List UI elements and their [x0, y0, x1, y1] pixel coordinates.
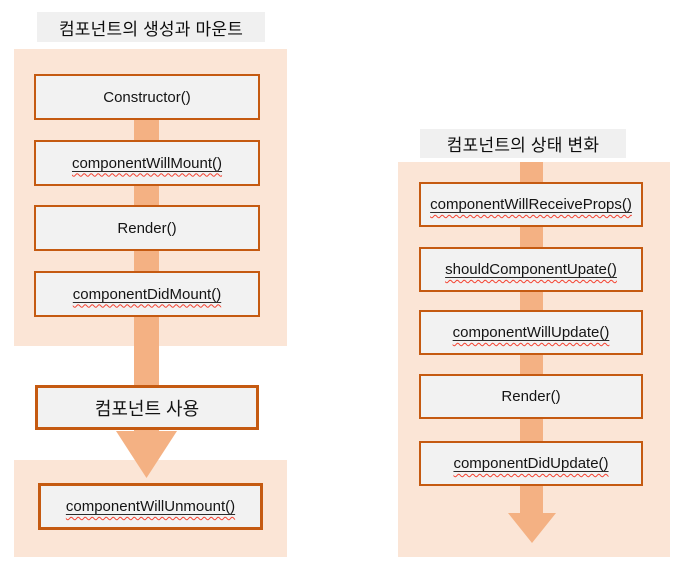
box-render-mount: Render() — [34, 205, 260, 251]
box-component-will-mount: componentWillMount() — [34, 140, 260, 186]
box-component-did-mount: componentDidMount() — [34, 271, 260, 317]
box-component-will-unmount: componentWillUnmount() — [38, 483, 263, 530]
box-render-mount-label: Render() — [117, 219, 177, 237]
box-component-will-update-label: componentWillUpdate() — [452, 324, 610, 341]
box-component-did-mount-label: componentDidMount() — [72, 285, 222, 303]
box-component-will-receive-props: componentWillReceiveProps() — [419, 182, 643, 227]
box-component-use: 컴포넌트 사용 — [35, 385, 259, 430]
left-column-title: 컴포넌트의 생성과 마운트 — [37, 12, 265, 42]
box-should-component-update: shouldComponentUpate() — [419, 247, 643, 292]
box-component-use-label: 컴포넌트 사용 — [94, 398, 200, 419]
box-component-will-receive-props-label: componentWillReceiveProps() — [430, 196, 632, 213]
box-component-will-unmount-label: componentWillUnmount() — [65, 498, 236, 515]
right-column-title: 컴포넌트의 상태 변화 — [420, 129, 626, 158]
box-render-update-label: Render() — [501, 388, 561, 405]
box-render-update: Render() — [419, 374, 643, 419]
box-component-did-update: componentDidUpdate() — [419, 441, 643, 486]
box-component-will-update: componentWillUpdate() — [419, 310, 643, 355]
box-component-will-mount-label: componentWillMount() — [71, 154, 223, 172]
box-constructor: Constructor() — [34, 74, 260, 120]
box-constructor-label: Constructor() — [103, 88, 191, 106]
box-component-did-update-label: componentDidUpdate() — [453, 455, 609, 472]
box-should-component-update-label: shouldComponentUpate() — [445, 261, 617, 278]
